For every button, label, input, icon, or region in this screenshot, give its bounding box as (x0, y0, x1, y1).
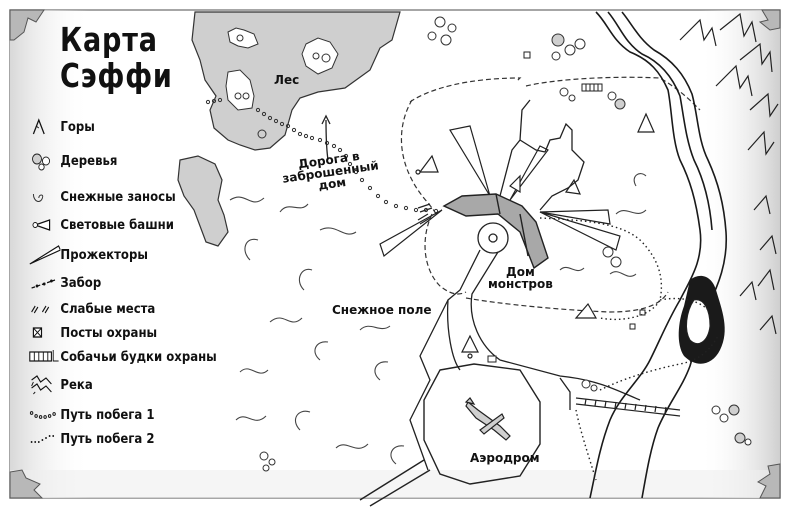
weak-spot-icon (31, 305, 50, 314)
dog-kennels (581, 83, 603, 92)
airfield (359, 363, 541, 507)
legend-label: Путь побега 2 (60, 431, 155, 447)
legend-item-escape-route-1: Путь побега 1 (28, 404, 155, 426)
legend-label: Деревья (60, 153, 118, 169)
legend-label: Посты охраны (60, 325, 158, 341)
legend-item-weak-spots: Слабые места (28, 298, 155, 320)
light-tower-icon (32, 219, 51, 231)
legend-item-fence: Забор (28, 272, 101, 294)
legend-item-mountains: Горы (28, 116, 95, 138)
legend-item-dog-kennels: Собачьи будки охраны (28, 346, 217, 368)
road-arrow (325, 119, 329, 161)
fortress-wall (499, 99, 585, 211)
snowdrifts (229, 173, 647, 465)
guard-post-icon (32, 327, 43, 338)
fence-icon (31, 279, 56, 289)
legend-label: Прожекторы (60, 247, 148, 263)
label-monster-house: Дом монстров (488, 265, 553, 291)
legend-label: Световые башни (60, 217, 174, 233)
torn-corner-top-left (9, 9, 45, 41)
legend-label: Река (60, 377, 93, 393)
label-forest: Лес (274, 73, 300, 87)
escape-route-2-icon (30, 435, 55, 443)
legend-item-trees: Деревья (28, 150, 117, 172)
torn-corner-bottom-left (9, 469, 44, 499)
plane (464, 397, 511, 441)
map-title: Карта Сэффи (60, 22, 173, 94)
legend-item-escape-route-2: Путь побега 2 (28, 428, 155, 450)
searchlight-icon (29, 245, 61, 265)
legend-label: Забор (60, 275, 102, 291)
snowdrift-icon (32, 193, 44, 203)
legend-label: Снежные заносы (60, 189, 176, 205)
label-snow-field: Снежное поле (332, 303, 432, 317)
escape-route-2 (539, 217, 719, 481)
legend-label: Путь побега 1 (60, 407, 155, 423)
title-line-1: Карта (60, 20, 158, 59)
trees-icon (32, 153, 51, 171)
roads (409, 222, 641, 471)
fence (400, 76, 701, 313)
legend-label: Горы (60, 119, 95, 135)
escape-route-1 (205, 97, 439, 214)
legend-label: Слабые места (60, 301, 156, 317)
dog-kennel-icon (29, 350, 59, 362)
legend-label: Собачьи будки охраны (60, 349, 217, 365)
river-icon (31, 375, 52, 395)
mountain-icon (32, 118, 45, 135)
mountains (679, 12, 779, 335)
torn-corner-bottom-right (757, 463, 781, 499)
weak-spots (417, 203, 433, 225)
bridge (575, 397, 681, 417)
legend-item-searchlights: Прожекторы (28, 244, 148, 266)
tree-clusters (259, 16, 752, 472)
searchlights (379, 125, 621, 258)
legend-item-river: Река (28, 374, 93, 396)
torn-corner-top-right (758, 9, 781, 31)
legend-item-guard-posts: Посты охраны (28, 322, 157, 344)
light-towers (415, 112, 655, 359)
escape-route-1-icon (29, 411, 56, 419)
label-airfield: Аэродром (470, 451, 540, 465)
legend-item-light-towers: Световые башни (28, 214, 174, 236)
title-line-2: Сэффи (60, 56, 173, 95)
monster-house (442, 193, 549, 270)
legend-item-snowdrifts: Снежные заносы (28, 186, 176, 208)
